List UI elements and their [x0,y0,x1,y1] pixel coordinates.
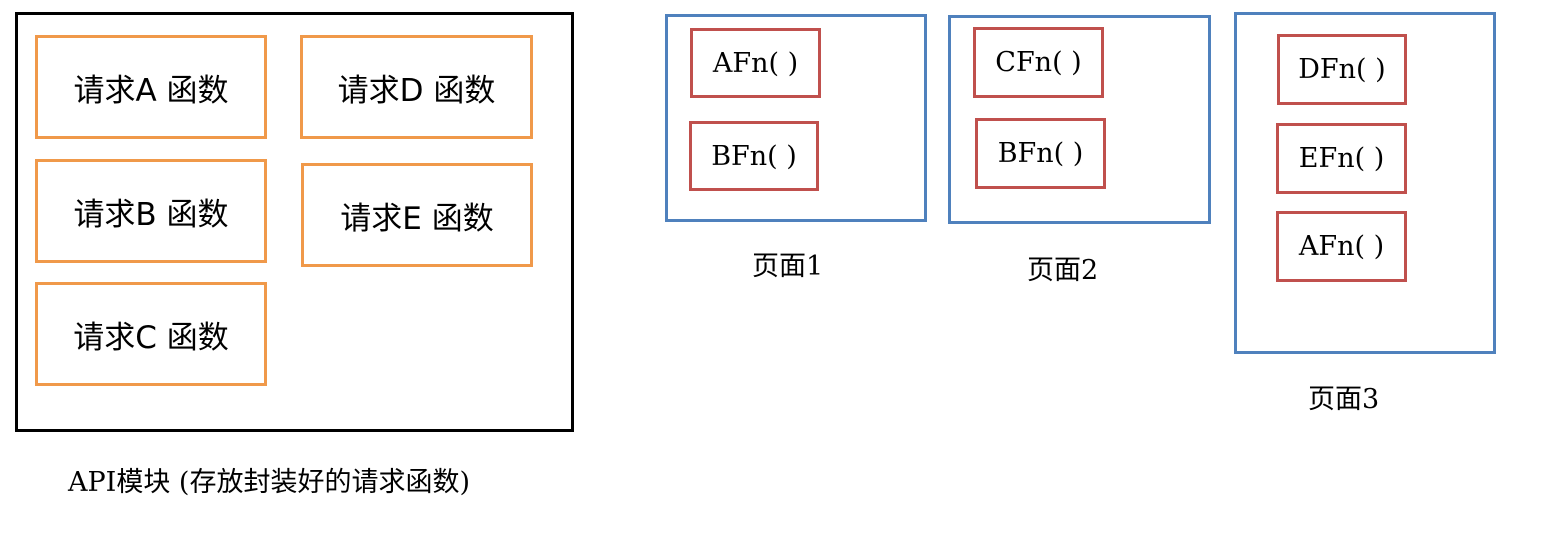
call-label: CFn( ) [995,47,1082,78]
request-b-function: 请求B 函数 [35,159,267,263]
page-3-call-afn: AFn( ) [1276,211,1407,282]
request-e-label: 请求E 函数 [340,200,494,237]
request-e-function: 请求E 函数 [301,163,533,267]
api-module [15,12,574,432]
page-3-call-efn: EFn( ) [1276,123,1407,194]
call-label: AFn( ) [712,47,799,79]
page-1-label: 页面1 [752,251,824,282]
call-label: BFn( ) [711,140,797,172]
request-c-label: 请求C 函数 [73,319,229,356]
page-2-label: 页面2 [1027,255,1099,286]
call-label: DFn( ) [1298,54,1386,85]
call-label: EFn( ) [1298,143,1385,174]
page-2-call-bfn: BFn( ) [975,118,1106,189]
request-c-function: 请求C 函数 [35,282,267,386]
page-2-call-cfn: CFn( ) [973,27,1104,98]
call-label: BFn( ) [997,138,1084,169]
page-1-call-afn: AFn( ) [690,28,821,98]
request-a-label: 请求A 函数 [73,72,229,109]
request-b-label: 请求B 函数 [73,196,229,233]
page-3-label: 页面3 [1308,384,1380,415]
request-d-label: 请求D 函数 [337,72,496,109]
call-label: AFn( ) [1298,231,1385,262]
page-3 [1234,12,1496,354]
request-a-function: 请求A 函数 [35,35,267,139]
request-d-function: 请求D 函数 [300,35,533,139]
page-2 [948,15,1211,224]
api-module-caption: API模块 (存放封装好的请求函数) [68,467,470,498]
page-1-call-bfn: BFn( ) [689,121,819,191]
page-1 [665,14,927,222]
page-3-call-dfn: DFn( ) [1277,34,1407,105]
